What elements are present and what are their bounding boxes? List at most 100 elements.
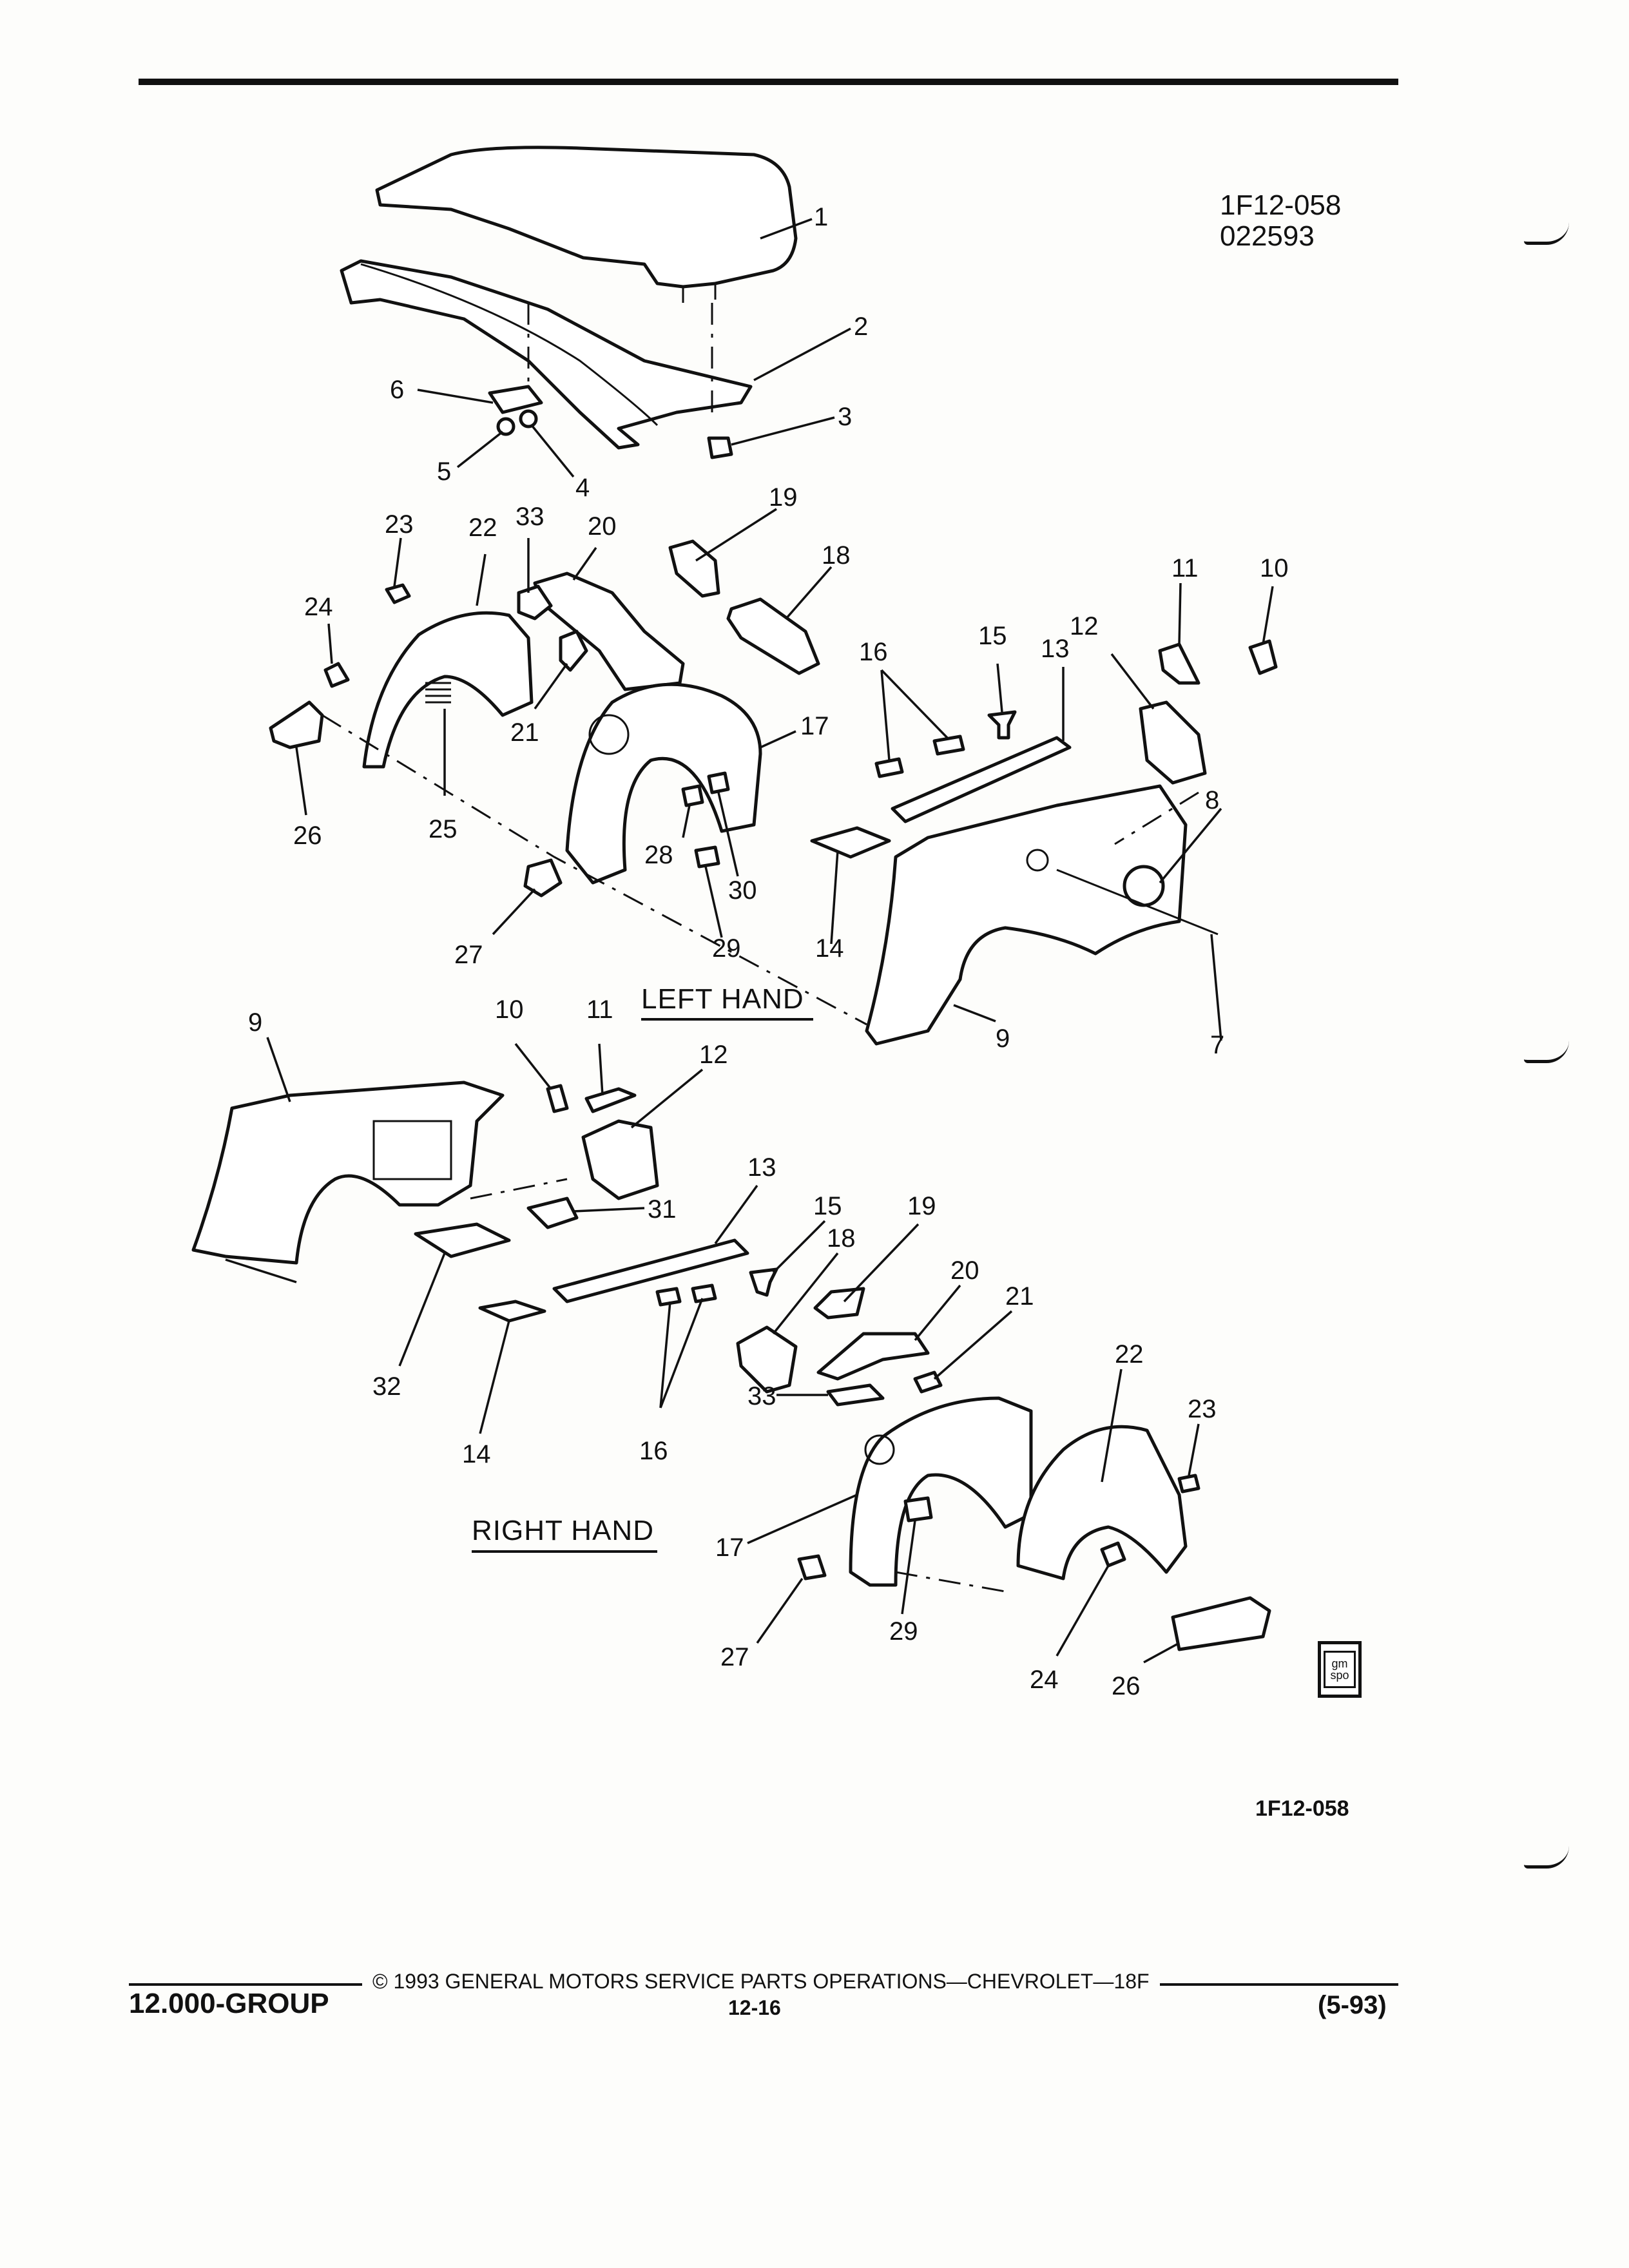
right-hand-heading: RIGHT HAND	[472, 1515, 654, 1546]
part-30-clip	[707, 771, 730, 794]
part-22-liner	[362, 611, 534, 769]
rh-part-21-clip	[913, 1370, 943, 1394]
footer-revision-date: (5-93)	[1318, 1991, 1387, 2019]
callout-26: 26	[293, 822, 322, 850]
callout-22: 22	[468, 514, 497, 542]
callout-3: 3	[838, 403, 852, 431]
callout-7: 7	[1210, 1031, 1224, 1059]
rh-part-11-bracket	[584, 1087, 637, 1113]
rh-part-18-panel	[736, 1325, 798, 1394]
rh-callout-16: 16	[639, 1437, 668, 1465]
rh-part-16-clip	[655, 1287, 682, 1307]
part-33-bracket	[517, 584, 553, 620]
callout-10: 10	[1260, 554, 1289, 582]
callout-33: 33	[516, 503, 545, 531]
part-14-panel	[810, 826, 891, 859]
logo-text-gm: gm	[1331, 1657, 1348, 1670]
callout-14: 14	[815, 934, 844, 963]
rh-callout-22: 22	[1115, 1340, 1144, 1369]
part-28-clip	[681, 784, 704, 807]
callout-9: 9	[996, 1024, 1010, 1053]
part-2-panel	[340, 259, 753, 450]
callout-11: 11	[1171, 554, 1199, 582]
rh-part-14-panel	[478, 1300, 546, 1323]
callout-18: 18	[822, 541, 851, 570]
binder-mark	[1524, 222, 1569, 245]
rh-part-13-rocker	[552, 1238, 749, 1303]
part-29-clip	[694, 845, 720, 869]
rh-callout-23: 23	[1188, 1395, 1217, 1423]
rh-part-15-bracket	[749, 1267, 778, 1297]
rh-part-33-bracket	[826, 1383, 885, 1407]
callout-12: 12	[1070, 612, 1099, 640]
left-hand-heading: LEFT HAND	[641, 983, 804, 1015]
rh-part-27-bracket	[797, 1554, 827, 1581]
left-hand-callouts: 1 2 3 4 5 6 19 23 22 33 20 18 11 10 24 1…	[293, 203, 1289, 1059]
leader-lines	[266, 218, 1274, 1664]
figure-date-code: 022593	[1220, 220, 1315, 252]
part-6-bracket	[488, 385, 543, 414]
callout-25: 25	[429, 815, 458, 843]
rh-callout-33: 33	[747, 1382, 776, 1410]
rh-callout-14: 14	[462, 1440, 491, 1468]
figure-id-footer: 1F12-058	[1255, 1796, 1349, 1821]
gm-spo-logo: gm spo	[1318, 1641, 1362, 1698]
rh-part-29-clip	[903, 1496, 933, 1523]
part-11-bracket	[1158, 642, 1200, 685]
part-24-clip	[323, 662, 350, 688]
rh-part-19-bracket	[813, 1287, 865, 1320]
part-7-cable	[1056, 869, 1219, 936]
rh-callout-32: 32	[372, 1372, 401, 1401]
callout-20: 20	[588, 512, 617, 541]
footer-group: 12.000-GROUP	[129, 1988, 329, 2019]
rh-part-9-quarter-panel	[191, 1081, 505, 1265]
part-16-clip	[874, 757, 904, 778]
rh-callout-9: 9	[248, 1008, 262, 1037]
callout-1: 1	[814, 203, 828, 231]
callout-6: 6	[390, 376, 404, 404]
callout-4: 4	[575, 474, 590, 502]
footer-page-number: 12-16	[728, 1996, 781, 2019]
rh-callout-19: 19	[907, 1192, 936, 1220]
part-13-rocker	[891, 736, 1072, 823]
rh-part-31-bracket	[526, 1196, 579, 1229]
part-18-panel	[726, 597, 820, 675]
callout-2: 2	[854, 312, 868, 341]
rh-callout-20: 20	[950, 1256, 979, 1285]
rh-callout-15: 15	[813, 1192, 842, 1220]
rh-part-32-panel	[414, 1222, 511, 1258]
part-15-bracket	[987, 710, 1017, 740]
rh-part-12-bracket	[581, 1119, 659, 1200]
rh-part-26-bracket	[1171, 1596, 1271, 1651]
part-9-quarter-panel	[865, 784, 1188, 1046]
rh-callout-11: 11	[586, 995, 613, 1024]
rh-callout-24: 24	[1030, 1666, 1059, 1694]
callout-17: 17	[800, 712, 829, 740]
rh-callout-18: 18	[827, 1224, 856, 1253]
part-25-spring	[425, 682, 451, 704]
callout-24: 24	[304, 593, 333, 621]
callout-23: 23	[385, 510, 414, 539]
logo-text-spo: spo	[1330, 1669, 1349, 1682]
footer-rule-right	[1160, 1983, 1398, 1986]
rh-part-20-panel	[816, 1332, 930, 1381]
part-16-clip-b	[932, 735, 965, 756]
figure-id-header: 1F12-058 022593	[1220, 190, 1341, 252]
rh-callout-12: 12	[699, 1041, 728, 1069]
rh-part-23-clip	[1177, 1474, 1200, 1494]
footer-rule-left	[129, 1983, 362, 1986]
callout-5: 5	[437, 457, 451, 486]
rh-callout-21: 21	[1005, 1282, 1034, 1311]
callout-8: 8	[1205, 786, 1219, 814]
callout-13: 13	[1041, 635, 1070, 663]
part-23-clip	[385, 583, 411, 604]
part-21-bracket	[559, 629, 588, 672]
callout-16: 16	[859, 638, 888, 666]
callout-19: 19	[769, 483, 798, 512]
rh-part-22-liner	[1016, 1425, 1188, 1581]
rh-part-17-wheelhouse	[849, 1396, 1033, 1587]
rh-callout-13: 13	[747, 1153, 776, 1182]
rh-part-24-clip	[1100, 1541, 1126, 1568]
part-10-clip	[1248, 639, 1278, 675]
